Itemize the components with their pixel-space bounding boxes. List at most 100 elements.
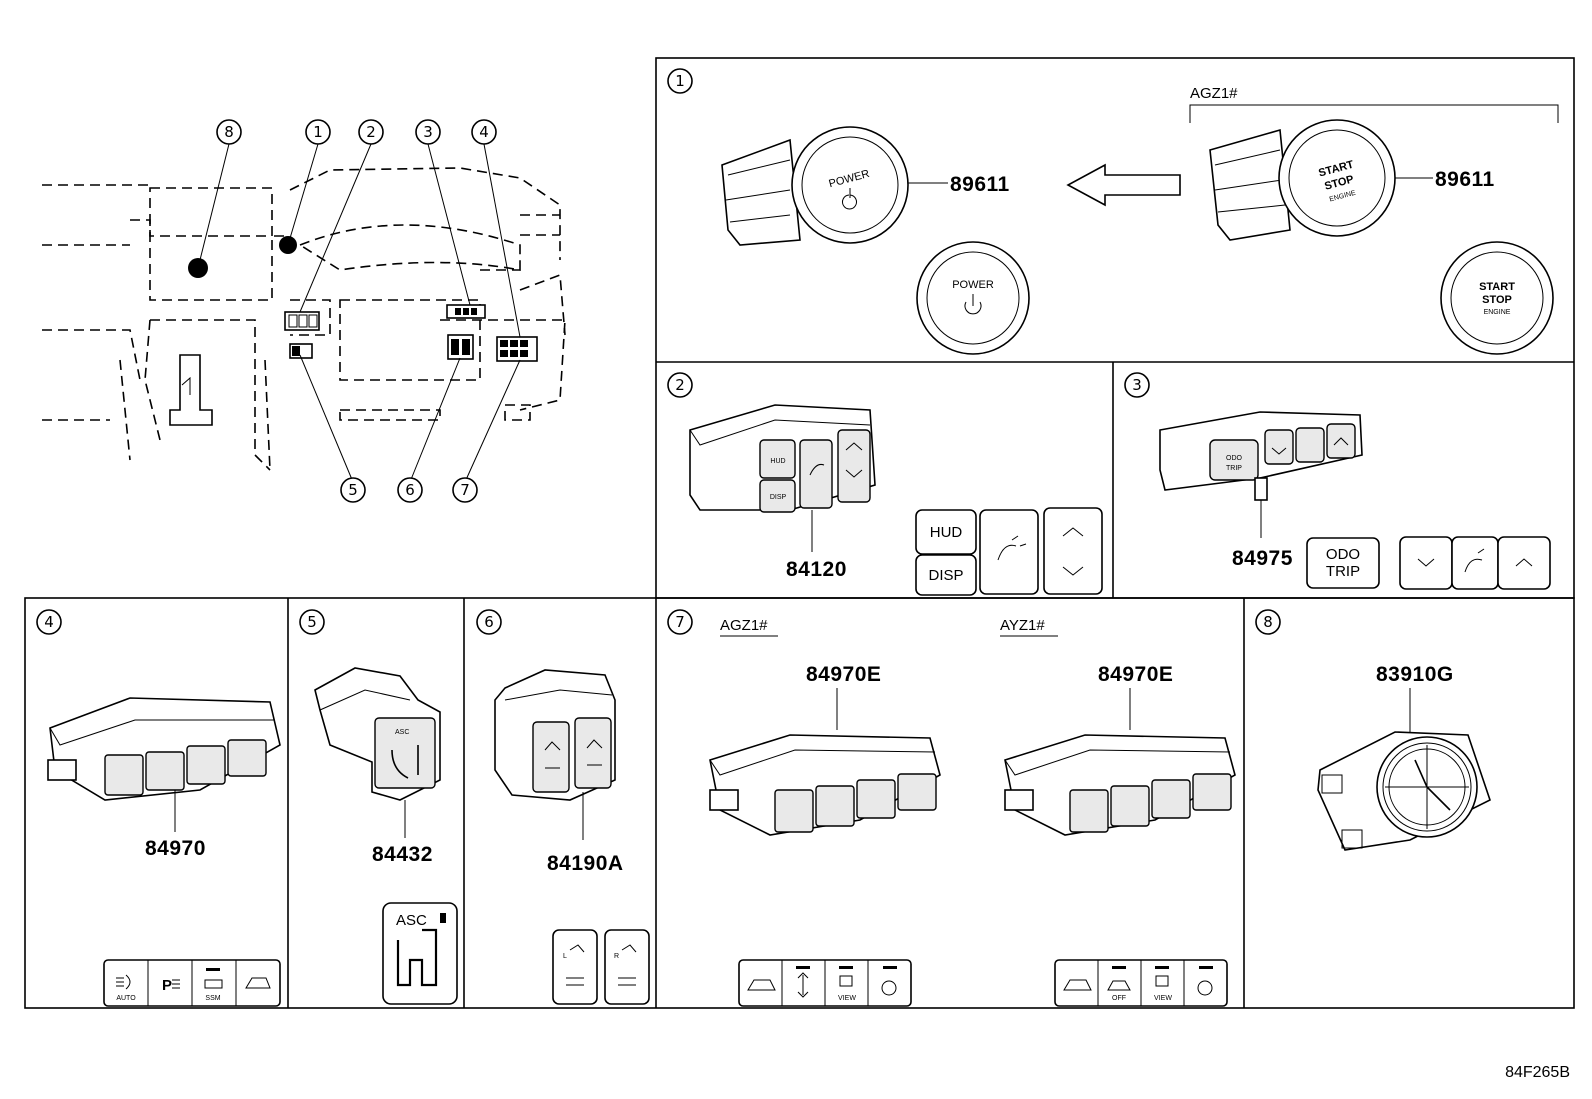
power-switch-left: POWER <box>721 126 909 246</box>
console-switch-assembly-b <box>1004 734 1236 836</box>
parking-sensor-button[interactable]: P <box>162 977 180 994</box>
parking-sensor-icon <box>172 979 180 989</box>
drawing-reference-code: 84F265B <box>1505 1064 1570 1081</box>
svg-text:8: 8 <box>224 123 234 141</box>
disp-label: DISP <box>928 567 963 584</box>
trip-label-iso: TRIP <box>1226 465 1242 472</box>
vehicle-icon <box>245 977 271 989</box>
part-number-84975: 84975 <box>1232 547 1293 570</box>
left-seat-button-face[interactable]: L <box>552 929 598 1005</box>
view-label-a: VIEW <box>838 995 856 1002</box>
brightness-button-face[interactable] <box>1451 536 1499 590</box>
part-number-83910G: 83910G <box>1376 663 1454 686</box>
stop-label-face: STOP <box>1482 294 1512 306</box>
trip-label: TRIP <box>1326 563 1360 580</box>
panel-4-index: 4 <box>44 613 54 631</box>
trunk-off-button[interactable]: OFF <box>1107 966 1131 1002</box>
callout-8: 8 <box>216 119 242 145</box>
lift-gate-button[interactable] <box>245 977 271 989</box>
up-button-face[interactable] <box>1497 536 1551 590</box>
part-number-84970E-a: 84970E <box>806 663 881 686</box>
panel-5-asc-switch: 5 ASC 84432 ASC <box>299 609 458 1005</box>
down-button-face[interactable] <box>1399 536 1453 590</box>
height-adjust-icon <box>797 972 809 998</box>
panel-1-index: 1 <box>675 72 685 90</box>
power-label-face: POWER <box>952 279 994 291</box>
callout-2: 2 <box>358 119 384 145</box>
disp-label-iso: DISP <box>770 494 787 501</box>
panel-5-index: 5 <box>307 613 317 631</box>
svg-text:1: 1 <box>313 123 323 141</box>
ssm-icon <box>204 979 223 989</box>
view-label-b: VIEW <box>1154 995 1172 1002</box>
vehicle-icon <box>1063 979 1092 991</box>
panel-2-hud-switch: 2 HUD DISP 84120 HUD DISP <box>667 372 1103 596</box>
seat-heater-icon <box>618 944 637 986</box>
brightness-button-face[interactable] <box>979 509 1039 595</box>
analog-clock-assembly <box>1317 731 1491 851</box>
hud-switch-assembly: HUD DISP <box>689 404 876 513</box>
ssm-label: SSM <box>205 995 220 1002</box>
seat-switch-assembly <box>494 669 616 801</box>
left-l-label: L <box>563 953 567 960</box>
odo-trip-button-face[interactable]: ODO TRIP <box>1306 537 1380 589</box>
svg-text:4: 4 <box>479 123 489 141</box>
off-label: OFF <box>1112 995 1126 1002</box>
panel-6-seat-switch: 6 84190A L R <box>476 609 650 1005</box>
panel-8-clock: 8 83910G <box>1255 609 1491 851</box>
asc-label-iso: ASC <box>395 729 409 736</box>
engine-label-face: ENGINE <box>1484 309 1511 316</box>
callout-3: 3 <box>415 119 441 145</box>
callout-6: 6 <box>397 477 423 503</box>
odo-label-iso: ODO <box>1226 455 1243 462</box>
trunk-button[interactable] <box>747 979 776 991</box>
brightness-icon <box>1464 548 1485 573</box>
panel-grid <box>24 57 1575 1009</box>
panel-1-index-circle <box>667 68 693 94</box>
rocker-button-strip <box>1399 536 1551 590</box>
part-number-89611-right: 89611 <box>1435 168 1495 191</box>
panel-2-index: 2 <box>675 376 685 394</box>
console-switch-face-b: OFF VIEW <box>1054 959 1228 1007</box>
part-number-84970E-b: 84970E <box>1098 663 1173 686</box>
dashboard-overview <box>42 143 566 483</box>
svg-text:2: 2 <box>366 123 376 141</box>
ssm-button[interactable]: SSM <box>204 968 223 1002</box>
parking-p-label: P <box>162 977 172 994</box>
right-r-label: R <box>614 953 619 960</box>
auto-headlamp-button[interactable]: AUTO <box>116 974 136 1002</box>
console-switch-assembly-a <box>709 734 941 836</box>
trunk-button[interactable] <box>1063 979 1092 991</box>
panel-3-odo-trip-switch: 3 ODO TRIP 84975 ODO TRIP <box>1124 372 1551 590</box>
vehicle-icon <box>1107 980 1131 991</box>
panel-8-index: 8 <box>1263 613 1273 631</box>
right-seat-button-face[interactable]: R <box>604 929 650 1005</box>
replacement-arrow <box>1066 163 1181 207</box>
hud-label: HUD <box>930 524 963 541</box>
chevron-down-icon <box>1417 558 1435 567</box>
off-road-button[interactable] <box>1197 966 1213 996</box>
asc-button-face[interactable]: ASC <box>382 902 458 1005</box>
callout-5: 5 <box>340 477 366 503</box>
brightness-icon <box>997 535 1027 561</box>
disp-button-face[interactable]: DISP <box>915 554 977 596</box>
hud-button-face[interactable]: HUD <box>915 509 977 555</box>
up-down-rocker-face[interactable] <box>1043 507 1103 595</box>
start-label-face: START <box>1479 281 1515 293</box>
chevron-up-icon <box>1062 527 1084 537</box>
height-control-button[interactable] <box>796 966 810 998</box>
part-number-84120: 84120 <box>786 558 847 581</box>
gauge-icon <box>881 980 897 996</box>
callout-4: 4 <box>471 119 497 145</box>
off-road-button[interactable] <box>881 966 897 996</box>
callout-7: 7 <box>452 477 478 503</box>
gauge-icon <box>1197 980 1213 996</box>
callout-1: 1 <box>305 119 331 145</box>
part-number-84970: 84970 <box>145 837 206 860</box>
view-button[interactable]: VIEW <box>1154 966 1172 1002</box>
view-button[interactable]: VIEW <box>838 966 856 1002</box>
asc-symbol-icon <box>396 928 438 987</box>
vehicle-icon <box>747 979 776 991</box>
svg-text:6: 6 <box>405 481 415 499</box>
